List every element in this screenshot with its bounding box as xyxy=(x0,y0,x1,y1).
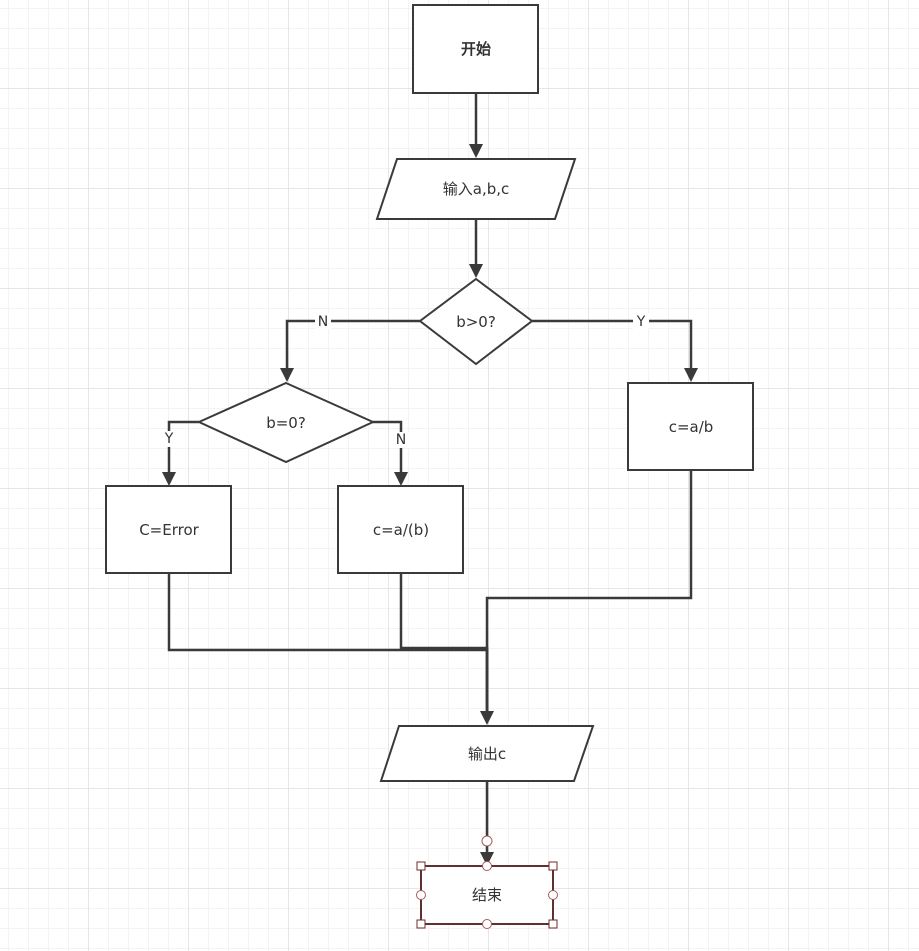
edge-labels: N Y Y N xyxy=(161,313,649,448)
arrowhead xyxy=(480,711,494,725)
arrowhead xyxy=(162,472,176,486)
decision-b-gt-0-label: b>0? xyxy=(456,313,496,331)
resize-handle-left[interactable] xyxy=(416,890,426,900)
selection-overlay xyxy=(416,835,558,929)
edges xyxy=(162,94,698,866)
edge-b-eq-0-no[interactable] xyxy=(373,420,403,473)
decision-b-eq-0-node[interactable]: b=0? xyxy=(196,381,376,464)
arrowhead xyxy=(469,264,483,278)
resize-handle-top-left[interactable] xyxy=(416,861,426,871)
c-error-label: C=Error xyxy=(139,521,199,539)
input-label: 输入a,b,c xyxy=(443,180,510,198)
edge-cab-to-output[interactable] xyxy=(485,470,693,712)
connection-point-handle[interactable] xyxy=(481,835,493,847)
resize-handle-top[interactable] xyxy=(482,861,492,871)
c-equals-a-over-paren-b-node[interactable]: c=a/(b) xyxy=(337,485,464,574)
resize-handle-right[interactable] xyxy=(548,890,558,900)
resize-handle-bottom[interactable] xyxy=(482,919,492,929)
arrowhead xyxy=(469,144,483,158)
edge-b-eq-0-yes[interactable] xyxy=(167,420,199,473)
start-label: 开始 xyxy=(461,40,491,58)
decision-b-gt-0-node[interactable]: b>0? xyxy=(418,277,534,366)
resize-handle-bottom-left[interactable] xyxy=(416,919,426,929)
arrowhead xyxy=(394,472,408,486)
arrowhead xyxy=(480,852,494,866)
edge-b-gt-0-no[interactable] xyxy=(285,319,420,369)
output-label: 输出c xyxy=(468,745,506,763)
c-error-node[interactable]: C=Error xyxy=(105,485,232,574)
resize-handle-top-right[interactable] xyxy=(548,861,558,871)
end-node[interactable]: 结束 xyxy=(420,865,554,925)
edge-error-to-output[interactable] xyxy=(167,573,489,712)
arrowhead xyxy=(280,368,294,382)
input-node[interactable]: 输入a,b,c xyxy=(375,158,577,220)
nodes: 开始 输入a,b,c b>0? b=0? c=a/b C=Error xyxy=(105,4,754,925)
edge-paren-to-output[interactable] xyxy=(399,573,489,712)
label-b-eq-0-yes: Y xyxy=(164,431,174,447)
end-label: 结束 xyxy=(472,886,502,904)
label-b-gt-0-no: N xyxy=(318,314,328,330)
decision-b-eq-0-label: b=0? xyxy=(266,414,306,432)
c-equals-a-over-b-node[interactable]: c=a/b xyxy=(627,382,754,471)
label-b-gt-0-yes: Y xyxy=(636,314,646,330)
label-b-eq-0-no: N xyxy=(396,432,406,448)
c-equals-a-over-paren-b-label: c=a/(b) xyxy=(373,521,429,539)
c-equals-a-over-b-label: c=a/b xyxy=(669,418,714,436)
resize-handle-bottom-right[interactable] xyxy=(548,919,558,929)
edge-b-gt-0-yes[interactable] xyxy=(532,319,693,369)
start-node[interactable]: 开始 xyxy=(412,4,539,94)
output-node[interactable]: 输出c xyxy=(379,725,595,782)
arrowhead xyxy=(684,368,698,382)
